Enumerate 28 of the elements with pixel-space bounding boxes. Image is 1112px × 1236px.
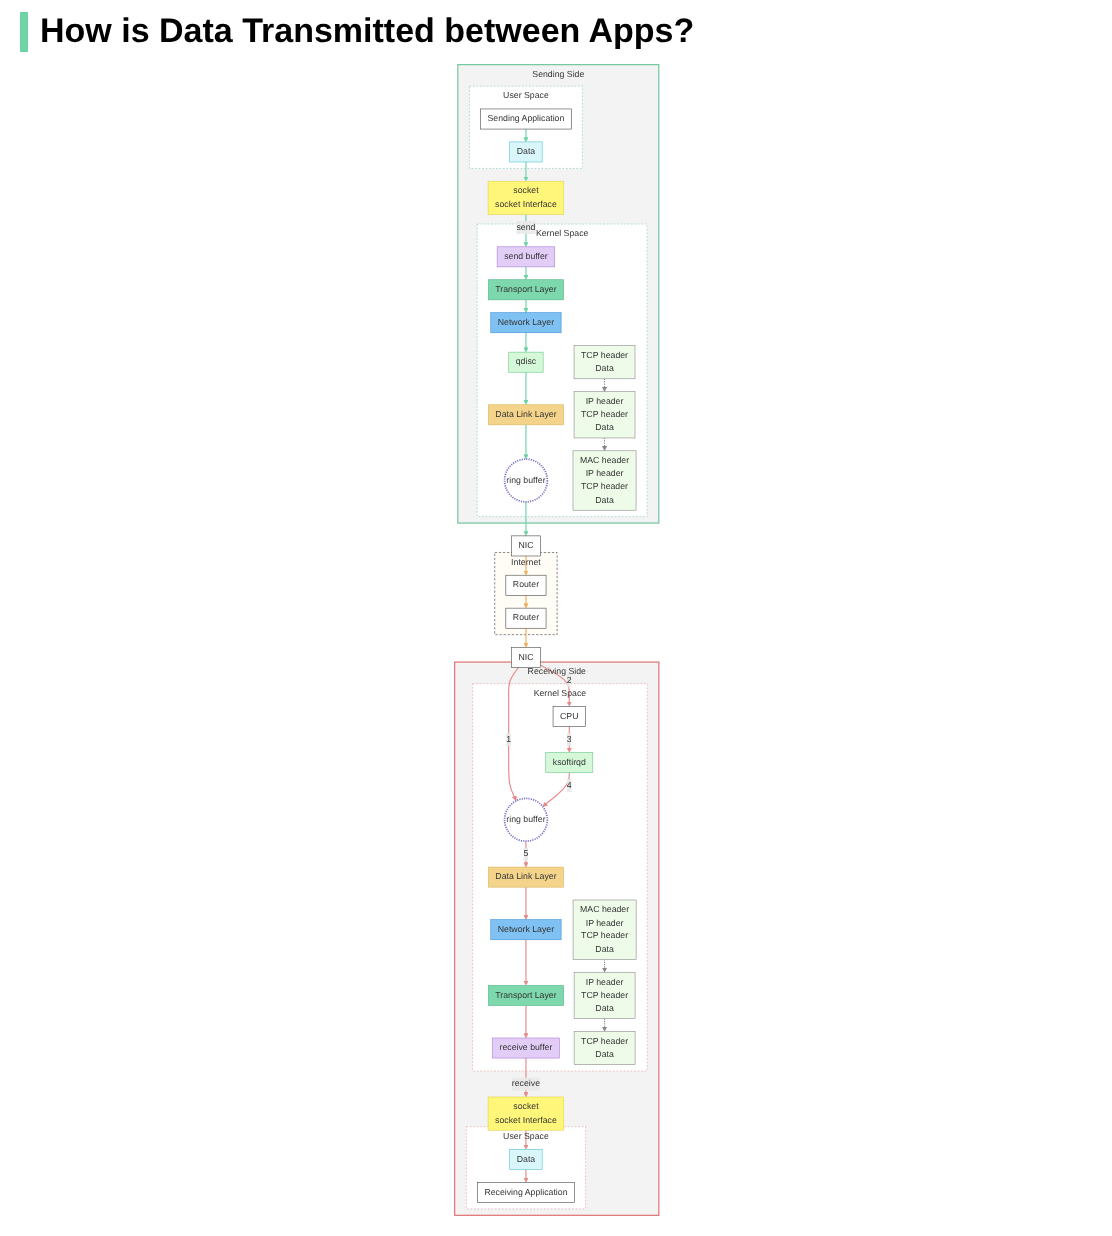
arrow [601, 1018, 607, 1032]
arrow [522, 555, 528, 576]
arrow [522, 627, 528, 648]
arrow [522, 332, 528, 353]
arrow [601, 958, 607, 973]
arrow [522, 424, 528, 460]
arrow [522, 1057, 528, 1098]
arrow [522, 594, 528, 609]
arrow [541, 771, 570, 807]
arrow [522, 840, 528, 868]
arrow [522, 1129, 528, 1150]
arrow [522, 501, 528, 537]
arrow [522, 939, 528, 986]
arrow [522, 1168, 528, 1183]
arrow [522, 1004, 528, 1039]
title: How is Data Transmitted between Apps? [20, 12, 695, 52]
arrow [522, 886, 528, 920]
arrow [601, 378, 607, 392]
arrow [522, 371, 528, 405]
arrow [522, 161, 528, 182]
arrow [522, 213, 528, 248]
arrow [522, 299, 528, 313]
arrow [522, 266, 528, 280]
arrow [539, 664, 572, 707]
arrow [601, 437, 607, 451]
arrow [565, 725, 572, 753]
arrow [507, 667, 519, 801]
arrow [522, 128, 528, 143]
